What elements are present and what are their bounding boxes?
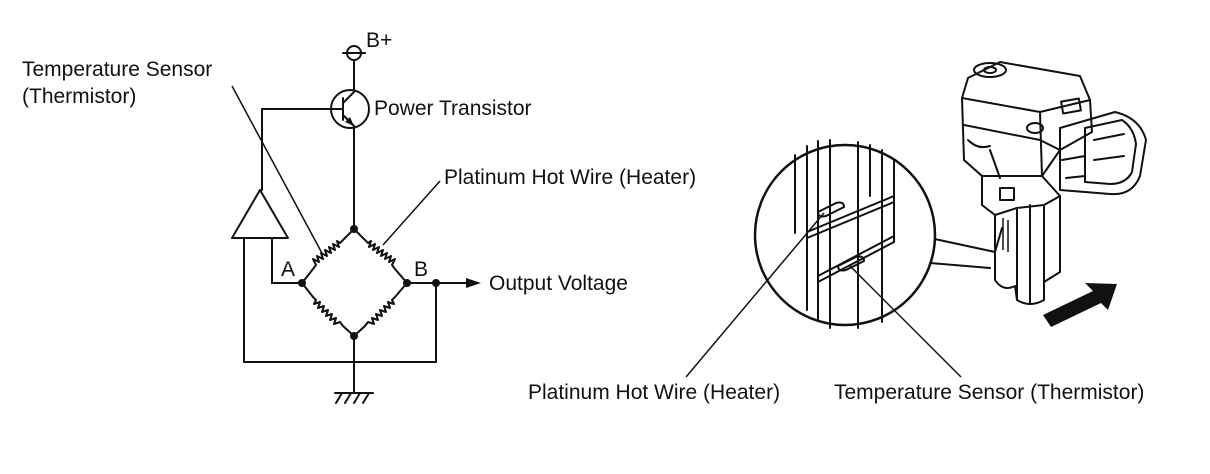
airflow-arrow-icon <box>1043 283 1117 327</box>
bridge-node-top <box>350 225 358 233</box>
output-arrow-icon <box>435 278 481 288</box>
magnified-hot-wire-element <box>817 201 845 218</box>
power-transistor-symbol <box>261 89 370 129</box>
sensor-housing <box>961 61 1093 179</box>
power-transistor-label: Power Transistor <box>374 97 532 120</box>
bridge-node-a <box>298 279 306 287</box>
thermistor-label: (Thermistor) <box>22 85 136 108</box>
ground-icon <box>334 392 374 404</box>
zoom-connector-upper <box>929 227 1003 253</box>
temp-sensor-label: Temperature Sensor <box>22 58 212 81</box>
hot-wire-leader-line <box>382 180 441 246</box>
hot-wire-label: Platinum Hot Wire (Heater) <box>444 166 696 189</box>
hot-wire-bottom-label: Platinum Hot Wire (Heater) <box>528 381 780 404</box>
temp-sensor-bottom-label: Temperature Sensor (Thermistor) <box>834 381 1144 404</box>
wheatstone-bridge <box>298 225 440 340</box>
sensor-illustration: Platinum Hot Wire (Heater) Temperature S… <box>528 61 1147 404</box>
hot-wire-resistor <box>353 228 408 284</box>
b-plus-label: B+ <box>366 29 392 52</box>
sensor-probe <box>981 175 1061 305</box>
circuit-schematic: Temperature Sensor (Thermistor) B+ Power… <box>22 29 696 404</box>
bridge-resistor-lower-right <box>353 282 408 337</box>
node-a-label: A <box>281 258 295 281</box>
magnified-view <box>753 139 937 329</box>
output-voltage-label: Output Voltage <box>489 272 628 295</box>
thermistor-resistor <box>301 228 355 284</box>
bridge-resistor-lower-left <box>301 282 355 337</box>
magnified-thermistor-element <box>837 255 865 272</box>
node-b-label: B <box>414 258 428 281</box>
amplifier-symbol <box>231 108 437 363</box>
temp-sensor-leader-line <box>231 85 324 256</box>
hot-wire-bottom-leader-line <box>685 212 825 378</box>
b-plus-terminal <box>342 45 366 91</box>
temp-sensor-bottom-leader-line <box>849 265 962 378</box>
connector-plug <box>1059 111 1147 196</box>
